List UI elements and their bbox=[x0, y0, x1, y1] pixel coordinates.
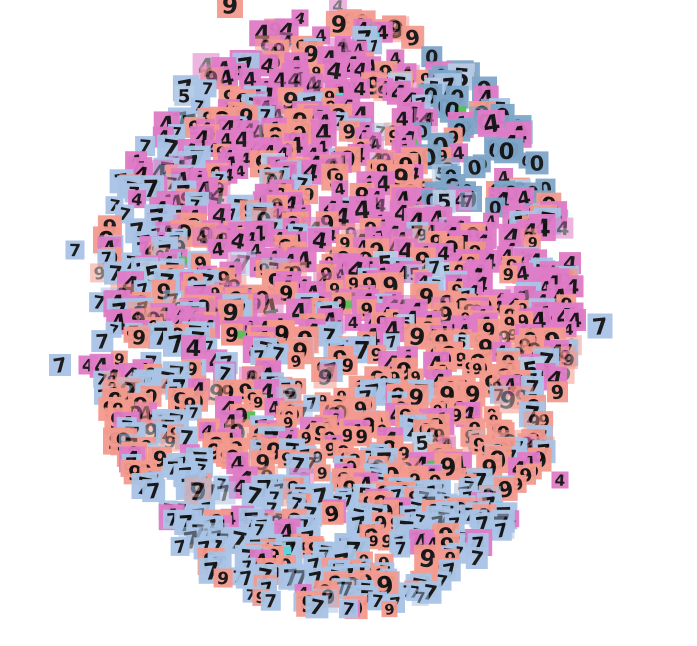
digit-9-thumbnail: 9 bbox=[547, 381, 568, 404]
digit-9-thumbnail: 9 bbox=[499, 265, 518, 285]
digit-7-thumbnail: 7 bbox=[490, 519, 512, 543]
thumbnail-background bbox=[401, 25, 425, 49]
handwritten-digit: 4 bbox=[334, 180, 347, 199]
thumbnail-background bbox=[174, 85, 195, 106]
digit-7-thumbnail: 7 bbox=[587, 313, 613, 341]
thumbnail-background bbox=[283, 69, 305, 91]
digit-9-thumbnail: 9 bbox=[128, 326, 151, 351]
handwritten-digit: 4 bbox=[287, 70, 301, 92]
handwritten-digit: 9 bbox=[330, 10, 347, 39]
thumbnail-background bbox=[349, 78, 370, 99]
digit-9-thumbnail: 9 bbox=[381, 601, 398, 619]
thumbnail-background bbox=[217, 0, 243, 18]
digit-9-thumbnail: 9 bbox=[325, 10, 352, 39]
digit-7-thumbnail: 7 bbox=[212, 480, 236, 507]
handwritten-digit: 7 bbox=[591, 314, 609, 341]
handwritten-digit: 7 bbox=[264, 591, 277, 612]
digit-9-thumbnail: 9 bbox=[320, 501, 344, 527]
digit-0-thumbnail: 0 bbox=[525, 151, 549, 176]
digit-9-thumbnail: 9 bbox=[313, 464, 331, 483]
digit-7-thumbnail: 7 bbox=[65, 240, 85, 261]
digit-0-thumbnail: 0 bbox=[494, 138, 520, 165]
handwritten-digit: 9 bbox=[404, 25, 422, 51]
handwritten-digit: 5 bbox=[178, 86, 191, 107]
handwritten-digit: 9 bbox=[221, 0, 239, 20]
handwritten-digit: 7 bbox=[394, 539, 407, 559]
digit-7-thumbnail: 7 bbox=[91, 330, 114, 354]
digit-4-thumbnail: 4 bbox=[331, 180, 349, 199]
digit-9-thumbnail: 9 bbox=[401, 25, 425, 51]
handwritten-digit: 9 bbox=[550, 381, 565, 404]
thumbnail-background bbox=[198, 79, 217, 98]
handwritten-digit: 9 bbox=[310, 65, 322, 82]
handwritten-digit: 7 bbox=[69, 241, 81, 261]
digit-4-thumbnail: 4 bbox=[181, 335, 206, 362]
accent-marker bbox=[283, 546, 292, 555]
digit-9-thumbnail: 9 bbox=[213, 568, 233, 590]
digit-7-thumbnail: 7 bbox=[198, 79, 217, 99]
digit-5-thumbnail: 5 bbox=[174, 85, 195, 107]
handwritten-digit: 7 bbox=[193, 98, 205, 115]
digit-4-thumbnail: 4 bbox=[322, 57, 348, 86]
digit-4-thumbnail: 4 bbox=[551, 471, 569, 490]
digit-7-thumbnail: 7 bbox=[170, 536, 190, 558]
digit-7-thumbnail: 7 bbox=[391, 538, 411, 559]
digit-7-thumbnail: 7 bbox=[459, 192, 478, 212]
handwritten-digit: 7 bbox=[146, 479, 162, 504]
handwritten-digit: 7 bbox=[173, 537, 187, 558]
digit-7-thumbnail: 7 bbox=[49, 353, 71, 378]
digit-7-thumbnail: 7 bbox=[338, 599, 358, 621]
digit-9-thumbnail: 9 bbox=[287, 352, 305, 371]
handwritten-digit: 0 bbox=[499, 139, 515, 165]
handwritten-digit: 7 bbox=[95, 330, 110, 354]
handwritten-digit: 9 bbox=[355, 427, 368, 448]
handwritten-digit: 9 bbox=[131, 326, 148, 351]
digit-9-thumbnail: 9 bbox=[217, 0, 243, 20]
handwritten-digit: 9 bbox=[502, 265, 515, 285]
handwritten-digit: 4 bbox=[556, 218, 570, 241]
digit-7-thumbnail: 7 bbox=[260, 590, 281, 612]
handwritten-digit: 9 bbox=[253, 395, 263, 411]
handwritten-digit: 9 bbox=[317, 365, 333, 390]
handwritten-digit: 9 bbox=[317, 464, 328, 482]
digit-4-thumbnail: 4 bbox=[283, 69, 305, 92]
handwritten-digit: 9 bbox=[384, 602, 396, 619]
handwritten-digit: 4 bbox=[554, 471, 566, 490]
digit-0-thumbnail: 0 bbox=[463, 156, 486, 180]
handwritten-digit: 7 bbox=[462, 192, 474, 212]
digit-7-thumbnail: 7 bbox=[411, 589, 429, 607]
handwritten-digit: 7 bbox=[414, 589, 425, 607]
digit-7-thumbnail: 7 bbox=[142, 479, 166, 504]
handwritten-digit: 4 bbox=[211, 239, 226, 261]
thumbnail-background bbox=[325, 10, 352, 37]
handwritten-digit: 7 bbox=[201, 79, 213, 99]
handwritten-digit: 7 bbox=[341, 599, 355, 620]
thumbnail-background bbox=[322, 57, 348, 83]
handwritten-digit: 4 bbox=[348, 314, 359, 332]
digit-4-thumbnail: 4 bbox=[207, 239, 228, 261]
handwritten-digit: 4 bbox=[311, 76, 323, 95]
handwritten-digit: 0 bbox=[529, 151, 545, 176]
handwritten-digit: 4 bbox=[325, 58, 344, 86]
digit-4-thumbnail: 4 bbox=[552, 217, 574, 241]
digit-7-thumbnail: 7 bbox=[465, 546, 488, 571]
digit-9-thumbnail: 9 bbox=[313, 365, 337, 390]
digit-7-thumbnail: 7 bbox=[305, 594, 329, 621]
handwritten-digit: 9 bbox=[224, 323, 240, 347]
